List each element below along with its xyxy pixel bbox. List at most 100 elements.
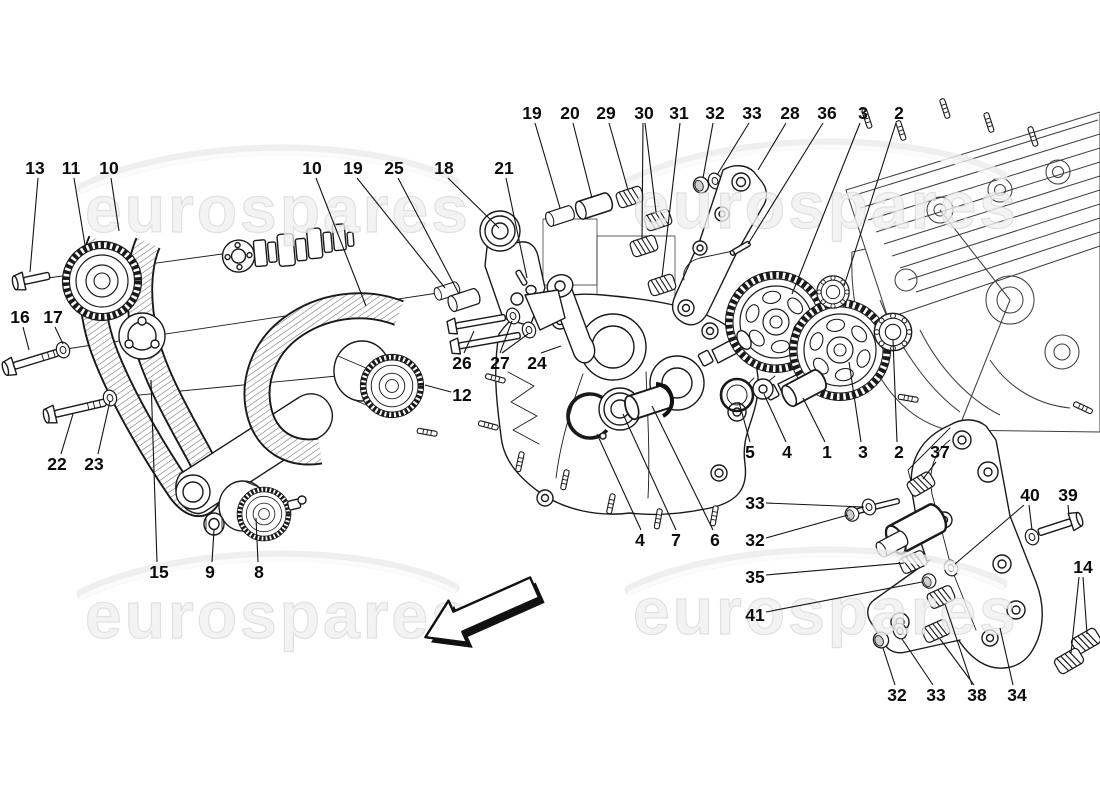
part-number-label-7: 7 bbox=[671, 530, 681, 550]
bushing-20 bbox=[572, 190, 616, 222]
leader-line-37 bbox=[922, 461, 937, 480]
part-number-label-37: 37 bbox=[930, 442, 949, 462]
timing-belt-second bbox=[243, 292, 404, 466]
part-number-label-6: 6 bbox=[710, 530, 720, 550]
part-number-label-32: 32 bbox=[745, 530, 765, 550]
bolt-16 bbox=[1, 349, 60, 377]
leader-line-2 bbox=[892, 339, 898, 443]
leader-line-6 bbox=[651, 405, 714, 531]
leader-line-36 bbox=[747, 122, 824, 245]
part-number-label-39: 39 bbox=[1058, 485, 1078, 505]
leader-line-13 bbox=[29, 177, 39, 273]
leader-line-3 bbox=[848, 361, 862, 443]
tensioner-pulley-18 bbox=[479, 210, 521, 252]
leader-line-39 bbox=[1067, 504, 1070, 517]
bolt-22 bbox=[42, 398, 107, 424]
part-number-label-15: 15 bbox=[149, 562, 169, 582]
tensioner-lever-arm bbox=[175, 393, 334, 515]
watermark-text: eurospares bbox=[85, 172, 471, 246]
leader-line-32 bbox=[882, 647, 896, 686]
part-number-label-26: 26 bbox=[452, 353, 472, 373]
part-number-label-4: 4 bbox=[635, 530, 645, 550]
leader-line-25 bbox=[397, 177, 460, 295]
part-number-label-3: 3 bbox=[858, 442, 868, 462]
leader-line-19 bbox=[534, 122, 561, 209]
leader-line-23 bbox=[97, 400, 111, 455]
tensioner-arm-24 bbox=[524, 274, 596, 364]
watermark-text: eurospares bbox=[633, 574, 1019, 648]
leader-line-12 bbox=[424, 384, 452, 393]
part-number-label-19: 19 bbox=[522, 103, 542, 123]
leader-line-33 bbox=[765, 502, 865, 508]
drive-pulley-8 bbox=[218, 480, 307, 541]
part-number-label-41: 41 bbox=[745, 605, 765, 625]
part-number-label-21: 21 bbox=[494, 158, 514, 178]
bolt-39 bbox=[1037, 511, 1084, 537]
leader-line-33 bbox=[716, 122, 750, 176]
part-number-label-31: 31 bbox=[669, 103, 689, 123]
part-number-label-3: 3 bbox=[858, 103, 868, 123]
leader-line-30 bbox=[644, 122, 657, 213]
seal-ring-5 bbox=[719, 377, 755, 413]
part-number-label-38: 38 bbox=[967, 685, 987, 705]
part-number-label-5: 5 bbox=[745, 442, 755, 462]
leader-line-10 bbox=[315, 177, 367, 307]
leader-line-32 bbox=[702, 122, 714, 179]
leader-line-26 bbox=[463, 330, 475, 354]
leader-line-19 bbox=[356, 177, 446, 289]
part-number-label-40: 40 bbox=[1020, 485, 1040, 505]
part-number-label-16: 16 bbox=[10, 307, 30, 327]
leader-line-40 bbox=[1028, 504, 1033, 531]
leader-line-17 bbox=[54, 326, 64, 345]
leader-line-9 bbox=[211, 529, 215, 563]
part-number-label-2: 2 bbox=[894, 442, 904, 462]
part-number-label-36: 36 bbox=[817, 103, 837, 123]
leader-line-16 bbox=[22, 326, 30, 351]
pin-36 bbox=[729, 240, 751, 257]
leader-line-33 bbox=[901, 638, 934, 686]
idler-pulley bbox=[118, 312, 166, 360]
leader-line-11 bbox=[73, 177, 87, 252]
part-number-label-12: 12 bbox=[452, 385, 472, 405]
part-number-label-33: 33 bbox=[742, 103, 762, 123]
leader-line-15 bbox=[150, 379, 158, 563]
part-number-label-20: 20 bbox=[560, 103, 580, 123]
part-number-label-22: 22 bbox=[47, 454, 67, 474]
leader-line-7 bbox=[622, 413, 677, 531]
leader-line-18 bbox=[447, 177, 500, 229]
ball-bearing-2a bbox=[816, 275, 850, 309]
direction-arrow-icon bbox=[424, 576, 545, 648]
leader-line-5 bbox=[738, 401, 751, 443]
bolt-13 bbox=[11, 271, 51, 291]
part-number-label-27: 27 bbox=[490, 353, 509, 373]
leader-line-2 bbox=[843, 122, 897, 287]
leader-line-1 bbox=[802, 397, 826, 443]
pivot-bolt-21 bbox=[515, 269, 537, 296]
part-number-label-9: 9 bbox=[205, 562, 215, 582]
leader-line-22 bbox=[60, 413, 74, 455]
part-number-label-29: 29 bbox=[596, 103, 616, 123]
part-number-label-34: 34 bbox=[1007, 685, 1027, 705]
leader-line-32 bbox=[765, 514, 849, 539]
part-number-label-32: 32 bbox=[887, 685, 907, 705]
part-number-label-23: 23 bbox=[84, 454, 104, 474]
gear-shaft-1 bbox=[697, 272, 827, 373]
part-number-label-17: 17 bbox=[43, 307, 62, 327]
support-bracket-28 bbox=[671, 165, 768, 326]
leader-line-14 bbox=[1070, 576, 1080, 654]
part-number-label-11: 11 bbox=[62, 158, 81, 178]
bushing-19-top bbox=[543, 204, 577, 228]
leader-line-21 bbox=[505, 177, 528, 279]
sleeve-6 bbox=[621, 382, 677, 422]
bolt-26b bbox=[449, 331, 521, 355]
part-number-label-28: 28 bbox=[780, 103, 800, 123]
part-number-label-2: 2 bbox=[894, 103, 904, 123]
leader-line-27 bbox=[501, 333, 529, 354]
leader-line-4 bbox=[596, 433, 642, 531]
cam-pulley-large bbox=[63, 242, 142, 321]
leader-line-8 bbox=[255, 517, 259, 563]
part-number-label-18: 18 bbox=[434, 158, 454, 178]
